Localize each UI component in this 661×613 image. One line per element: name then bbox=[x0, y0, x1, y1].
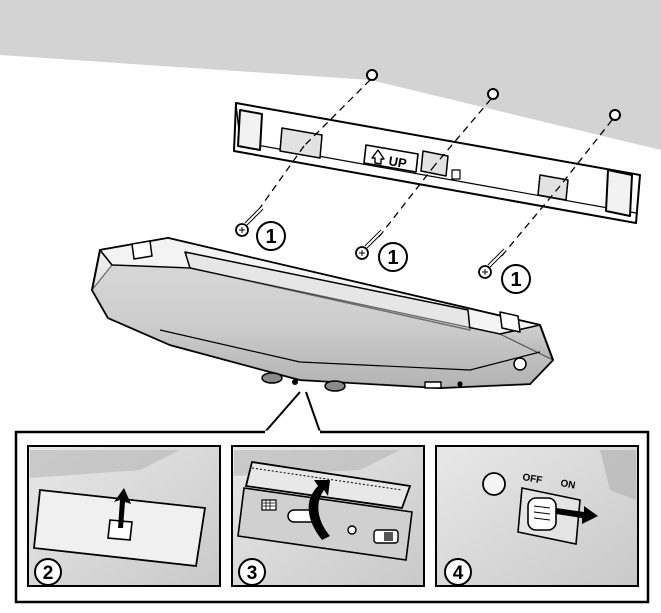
screw-markers: 1 1 1 bbox=[256, 221, 531, 294]
svg-text:1: 1 bbox=[387, 247, 398, 269]
step-3-label: 3 bbox=[247, 563, 258, 584]
wall-hole-3 bbox=[609, 109, 621, 121]
screw-2 bbox=[355, 229, 384, 260]
callout-pointer bbox=[264, 391, 321, 433]
rotate-arrow-icon bbox=[308, 480, 330, 540]
svg-text:1: 1 bbox=[265, 226, 276, 248]
screw-marker-2: 1 bbox=[378, 242, 408, 272]
on-label: ON bbox=[559, 478, 576, 491]
slide-arrow-icon bbox=[556, 506, 598, 524]
step-2-label: 2 bbox=[43, 563, 54, 584]
detail-panel-step-2: 2 bbox=[27, 445, 221, 587]
lift-arrow-icon bbox=[114, 488, 131, 528]
screw-1 bbox=[235, 206, 264, 237]
screw-marker-3: 1 bbox=[501, 264, 531, 294]
detail-panel-step-4: OFF ON 4 bbox=[435, 445, 639, 587]
screw-marker-1: 1 bbox=[256, 221, 286, 251]
screws bbox=[235, 206, 507, 279]
screw-guide-lines bbox=[254, 79, 613, 259]
wall-bracket-badge bbox=[451, 169, 461, 180]
screw-3 bbox=[478, 248, 507, 279]
wall-hole-2 bbox=[487, 88, 499, 100]
wall-hole-1 bbox=[366, 69, 378, 81]
detail-callout: 2 3 OFF ON bbox=[14, 430, 650, 604]
up-label: UP bbox=[387, 153, 408, 171]
step-4-label: 4 bbox=[453, 563, 464, 584]
svg-text:1: 1 bbox=[510, 269, 521, 291]
soundbar-device bbox=[91, 237, 554, 392]
wall-holes bbox=[366, 69, 621, 121]
up-arrow-icon bbox=[371, 149, 385, 165]
off-label: OFF bbox=[521, 472, 543, 486]
detail-panel-step-3: 3 bbox=[231, 445, 425, 587]
wall bbox=[0, 0, 661, 150]
